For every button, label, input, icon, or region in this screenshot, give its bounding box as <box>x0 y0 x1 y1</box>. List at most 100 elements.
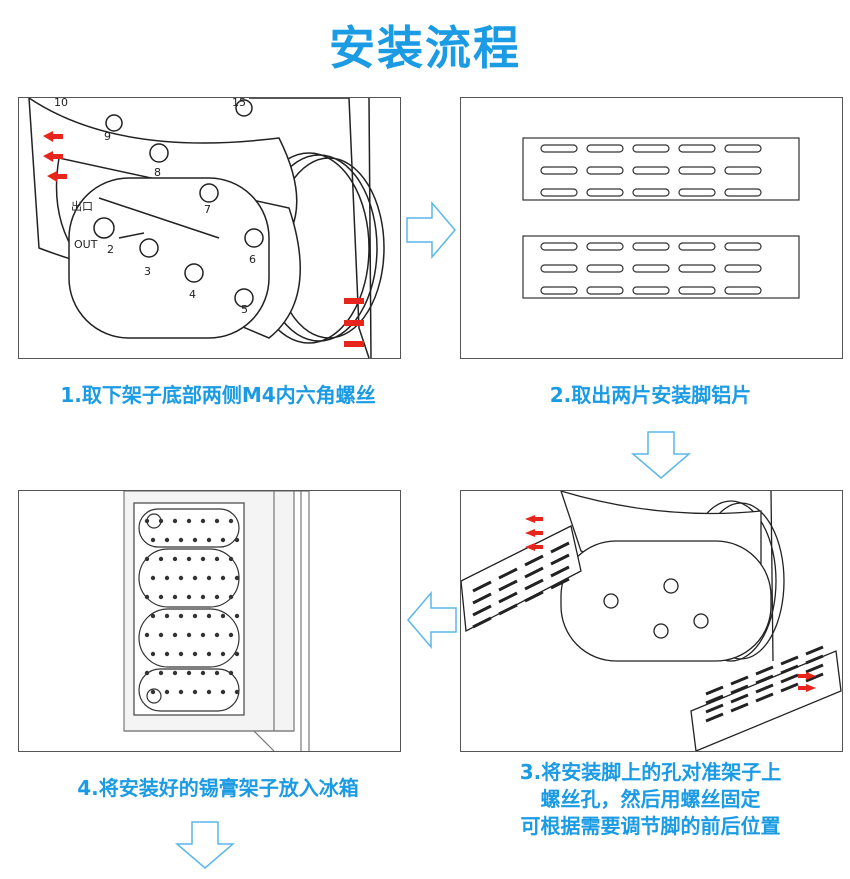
step-3-caption-line: 3.将安装脚上的孔对准架子上 <box>519 760 782 784</box>
plate-slot <box>755 665 774 676</box>
plate-slot <box>524 578 544 591</box>
plate-slot <box>498 603 518 616</box>
hole <box>172 594 178 600</box>
plate-slot <box>724 144 762 153</box>
hole <box>158 594 164 600</box>
hole <box>220 537 226 543</box>
hole <box>158 670 164 676</box>
step-4-caption: 4.将安装好的锡膏架子放入冰箱 <box>77 776 359 800</box>
label-num: 5 <box>241 303 248 316</box>
hole <box>158 556 164 562</box>
hole <box>206 575 212 581</box>
step-4-illustration <box>18 490 401 752</box>
plate-slot <box>550 553 570 566</box>
hole <box>186 670 192 676</box>
hole <box>150 575 156 581</box>
plate-slot <box>724 188 762 197</box>
hole <box>214 518 220 524</box>
hole <box>228 670 234 676</box>
plate-slot <box>730 702 749 713</box>
plate-slot <box>780 655 799 666</box>
hole <box>178 537 184 543</box>
plate-slot <box>498 567 518 580</box>
plate-slot <box>780 664 799 675</box>
plate-slot <box>755 674 774 685</box>
plate-slot <box>540 242 578 251</box>
step-3-caption: 3.将安装脚上的孔对准架子上 螺丝孔，然后用螺丝固定 可根据需要调节脚的前后位置 <box>460 759 841 840</box>
hole <box>200 518 206 524</box>
hole <box>234 613 240 619</box>
hole <box>228 632 234 638</box>
plate-slot <box>586 144 624 153</box>
hole <box>234 651 240 657</box>
step-3-caption-line: 螺丝孔，然后用螺丝固定 <box>540 787 761 811</box>
hole <box>200 556 206 562</box>
hole <box>164 575 170 581</box>
hole <box>144 632 150 638</box>
hole <box>150 689 156 695</box>
plate-slot <box>678 242 716 251</box>
plate-slot <box>498 579 518 592</box>
hole <box>220 613 226 619</box>
plate-slot <box>540 144 578 153</box>
step-2-illustration <box>460 97 843 359</box>
plate-slot <box>678 264 716 273</box>
plate-slot <box>540 286 578 295</box>
hole <box>150 613 156 619</box>
plate-slot <box>632 242 670 251</box>
label-num: 6 <box>249 253 256 266</box>
hole <box>200 632 206 638</box>
plate-slot <box>632 166 670 175</box>
plate-slot <box>472 616 492 629</box>
plate-slot <box>724 264 762 273</box>
plate-slot <box>540 188 578 197</box>
plate-slot <box>678 286 716 295</box>
plate-slot <box>472 580 492 593</box>
label-num: 4 <box>189 288 196 301</box>
hole <box>200 594 206 600</box>
hole <box>234 689 240 695</box>
plate-slot <box>755 683 774 694</box>
hole <box>214 632 220 638</box>
plate-slot <box>705 703 724 714</box>
hole <box>164 537 170 543</box>
label-num: 9 <box>104 130 111 143</box>
hole <box>186 632 192 638</box>
plate-slot <box>705 685 724 696</box>
hole <box>220 651 226 657</box>
plate-slot <box>730 684 749 695</box>
hole <box>158 518 164 524</box>
plate-slot <box>540 264 578 273</box>
plate-slot <box>724 166 762 175</box>
arrow-down-icon <box>174 821 236 869</box>
label-num: 7 <box>204 203 211 216</box>
plate-slot <box>705 694 724 705</box>
plate-slot <box>678 166 716 175</box>
plate-slot <box>780 682 799 693</box>
plate-slot <box>705 712 724 723</box>
hole <box>144 670 150 676</box>
plate-slot <box>540 166 578 175</box>
hole <box>192 613 198 619</box>
plate-slot <box>724 286 762 295</box>
plate-slot <box>730 675 749 686</box>
plate-slot <box>805 645 824 656</box>
plate-slot <box>586 242 624 251</box>
mounting-plate <box>522 137 800 201</box>
hole <box>192 651 198 657</box>
plate-slot <box>755 692 774 703</box>
hole <box>186 518 192 524</box>
label-outlet: 出口 <box>71 199 93 213</box>
hole <box>186 556 192 562</box>
plate-slot <box>550 565 570 578</box>
hole <box>228 518 234 524</box>
hole <box>144 556 150 562</box>
hole <box>172 670 178 676</box>
label-num: 10 <box>54 98 68 109</box>
plate-slot <box>632 264 670 273</box>
plate-slot <box>524 590 544 603</box>
plate-slot <box>550 577 570 590</box>
plate-slot <box>632 188 670 197</box>
plate-slot <box>524 566 544 579</box>
label-num: 15 <box>232 98 246 109</box>
